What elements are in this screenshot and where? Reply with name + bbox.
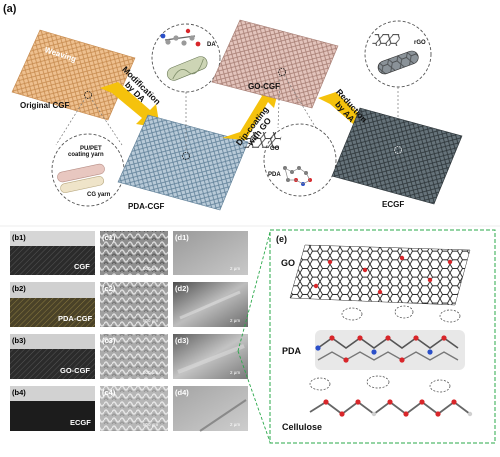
arrow-modification (100, 82, 160, 128)
panel-a-tag: (a) (3, 3, 17, 15)
optical-c1 (100, 231, 168, 275)
panel-e-tag: (e) (276, 234, 287, 244)
panel-d3-scale: 2 μm (230, 370, 241, 375)
panel-c3-tag: (c3) (102, 336, 116, 345)
go-sheet-icon (244, 132, 283, 148)
pda-cgf-focus-circle (182, 152, 190, 160)
yarn-zoom-line-right (89, 96, 123, 146)
interaction-ellipse (309, 377, 331, 391)
photo-pda-cgf-fabric (10, 298, 95, 327)
zoom-connector-bottom (237, 350, 271, 443)
panel-d4-scale: 2 μm (230, 422, 241, 427)
optical-c3 (100, 334, 168, 379)
original-cgf-fabric (11, 29, 136, 121)
zoom-connector-top (237, 231, 271, 352)
da-label: DA (207, 42, 216, 48)
interaction-ellipse (439, 309, 461, 323)
optical-c2 (100, 282, 168, 327)
pda-layer-label: PDA (282, 346, 302, 356)
go-layer-label: GO (281, 258, 296, 268)
rgo-zoom-circle (364, 20, 432, 88)
pda-coated-fiber-icon (166, 56, 208, 81)
panel-b4-tag: (b4) (12, 388, 26, 397)
sem-d4-detail (199, 399, 247, 432)
photo-ecgf-fabric (10, 401, 95, 431)
panel-b3-name: GO-CGF (60, 366, 90, 375)
panel-d2-scale: 2 μm (230, 318, 241, 323)
original-cgf-label: Original CGF (20, 101, 70, 110)
go-pda-zoom-circle (263, 123, 337, 197)
go-cgf-fabric (211, 19, 339, 109)
photo-cgf-fabric (10, 246, 95, 275)
pda-cgf-label: PDA-CGF (128, 202, 165, 211)
panel-c1-scale: 500 μm (143, 266, 159, 271)
ecgf-focus-circle (394, 146, 402, 154)
pda-layer-molecule (315, 330, 465, 370)
cellulose-chain-molecule (309, 399, 473, 417)
interaction-ellipse (429, 379, 451, 393)
pu-pet-label: PU/PET coating yarn (68, 146, 104, 158)
panel-b1-name: CGF (74, 262, 90, 271)
panel-b2-name: PDA-CGF (58, 314, 93, 323)
cg-yarn-label: CG yarn (87, 192, 111, 198)
go-zoom-line-left (277, 74, 281, 129)
coated-yarn-icon (57, 163, 105, 193)
sem-d2-detail (179, 290, 241, 320)
panel-d3-tag: (d3) (175, 336, 189, 345)
dopamine-molecule-icon (160, 28, 201, 47)
panel-c1-tag: (c1) (102, 233, 116, 242)
go-layer-sheet (289, 244, 471, 306)
pda-network-icon (283, 166, 312, 186)
optical-c4 (100, 386, 168, 431)
panel-b2-tag: (b2) (12, 284, 26, 293)
ecgf-label: ECGF (382, 200, 405, 209)
panel-d2-tag: (d2) (175, 284, 189, 293)
rgo-label: rGO (414, 40, 426, 46)
ecgf-fabric (331, 107, 463, 205)
go-cgf-label: GO-CGF (248, 82, 280, 91)
pda-cgf-fabric (117, 114, 249, 211)
photo-go-cgf-fabric (10, 349, 95, 379)
interaction-ellipse (394, 305, 414, 319)
panel-b1-tag: (b1) (12, 233, 26, 242)
panel-c4-tag: (c4) (102, 388, 116, 397)
panel-c2-scale: 500 μm (143, 318, 159, 323)
panel-c3-scale: 500 μm (143, 370, 159, 375)
sem-d3-detail (177, 344, 245, 374)
sem-d3 (173, 334, 248, 379)
panel-c2-tag: (c2) (102, 284, 116, 293)
arrow-dip-coating (222, 84, 280, 140)
panel-d4-tag: (d4) (175, 388, 189, 397)
panel-b3-tag: (b3) (12, 336, 26, 345)
panel-c4-scale: 500 μm (143, 422, 159, 427)
go-small-label: GO (270, 146, 280, 152)
panel-d1-tag: (d1) (175, 233, 189, 242)
go-cgf-focus-circle (278, 68, 286, 76)
interaction-ellipse (341, 307, 363, 321)
rgo-sheet-icon (371, 34, 401, 46)
cellulose-layer-label: Cellulose (282, 422, 323, 432)
sem-d1 (173, 231, 248, 275)
panel-d1-scale: 2 μm (230, 266, 241, 271)
interaction-ellipse (366, 375, 390, 389)
rgo-coated-fiber-icon (377, 50, 419, 75)
original-cgf-focus-circle (84, 91, 92, 99)
panel-b4-name: ECGF (70, 418, 91, 427)
yarn-zoom-line-left (55, 96, 87, 146)
pda-small-label: PDA (268, 172, 281, 178)
